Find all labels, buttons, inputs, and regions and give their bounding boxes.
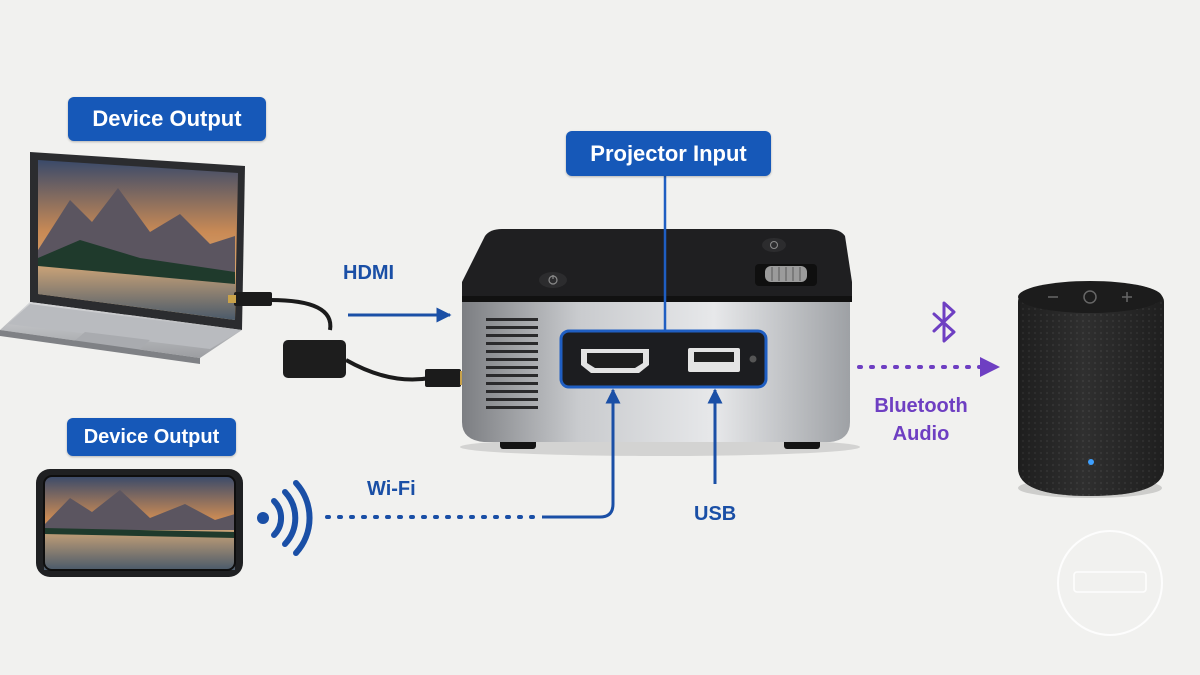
projector: [460, 229, 860, 456]
bluetooth-icon: [932, 301, 956, 343]
watermark-logo: [1057, 530, 1163, 636]
hdmi-port-icon: [581, 349, 649, 373]
hdmi-label: HDMI: [343, 262, 395, 284]
device-output-phone-label: Device Output: [67, 418, 236, 456]
wifi-to-hdmi-arrow: [542, 388, 621, 519]
vent-grille: [486, 318, 538, 409]
bluetooth-label-line1: Bluetooth: [874, 395, 968, 417]
hdmi-cable: [228, 292, 472, 387]
usb-port-icon: [688, 348, 740, 372]
usb-label: USB: [694, 503, 737, 525]
smartphone: [36, 469, 243, 577]
wifi-label: Wi-Fi: [367, 478, 416, 500]
bluetooth-label-line2: Audio: [892, 423, 950, 445]
bluetooth-audio-label: Bluetooth Audio: [869, 392, 973, 448]
focus-wheel: [755, 264, 817, 286]
laptop: [0, 152, 245, 364]
power-icon: [762, 238, 786, 252]
projector-input-label: Projector Input: [566, 131, 771, 176]
bluetooth-speaker: [1018, 281, 1164, 498]
device-output-laptop-label: Device Output: [68, 97, 266, 141]
wifi-signal-icon: [257, 480, 313, 556]
power-icon: [539, 272, 567, 288]
